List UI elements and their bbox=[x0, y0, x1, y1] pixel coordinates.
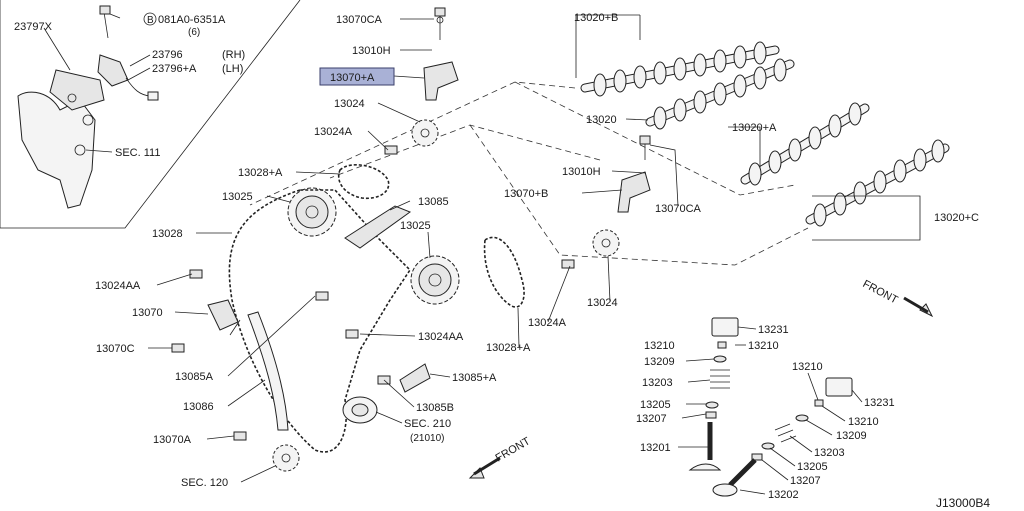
camshaft-13020c bbox=[805, 139, 950, 227]
label-13020a: 13020+A bbox=[732, 122, 777, 134]
label-23796: 23796 bbox=[152, 49, 183, 61]
label-13020c: 13020+C bbox=[934, 212, 979, 224]
label-13070ca-mid: 13070CA bbox=[655, 203, 702, 215]
label-13024: 13024 bbox=[334, 98, 365, 110]
label-sec210-sub: (21010) bbox=[410, 433, 444, 444]
label-13024aa-mid: 13024AA bbox=[418, 331, 464, 343]
sprocket-13025-mid bbox=[410, 255, 460, 305]
label-13070ca-top: 13070CA bbox=[336, 14, 383, 26]
label-13020b: 13020+B bbox=[574, 12, 618, 24]
label-13085a: 13085A bbox=[175, 371, 214, 383]
label-13207-b: 13207 bbox=[790, 475, 821, 487]
label-sec111: SEC. 111 bbox=[115, 147, 160, 159]
label-sec210: SEC. 210 bbox=[404, 418, 451, 430]
part-labels: 23797X 081A0-6351A (6) 23796 (RH) 23796+… bbox=[14, 12, 990, 510]
label-13205-a: 13205 bbox=[640, 399, 671, 411]
label-13010h-top: 13010H bbox=[352, 45, 391, 57]
label-13085: 13085 bbox=[418, 196, 449, 208]
label-13207-a: 13207 bbox=[636, 413, 667, 425]
label-23796a: 23796+A bbox=[152, 63, 197, 75]
label-13209-b: 13209 bbox=[836, 430, 867, 442]
label-13028a-bottom: 13028+A bbox=[486, 342, 531, 354]
label-23796a-lh: (LH) bbox=[222, 63, 243, 75]
label-13028: 13028 bbox=[152, 228, 183, 240]
highlight-box-13070a bbox=[319, 67, 395, 86]
camshaft-13020 bbox=[645, 58, 795, 130]
label-13070b: 13070+B bbox=[504, 188, 548, 200]
label-13210-a2: 13210 bbox=[748, 340, 779, 352]
label-13070a-highlight: 13070+A bbox=[330, 72, 375, 84]
camshaft-13020a bbox=[740, 102, 870, 186]
label-13024-bottom: 13024 bbox=[587, 297, 618, 309]
pulley-sec210 bbox=[342, 396, 378, 424]
tensioner-13070 bbox=[207, 299, 239, 331]
circled-b-icon bbox=[143, 12, 157, 26]
camshaft-dashed-guide bbox=[249, 81, 576, 206]
label-13085a-plus: 13085+A bbox=[452, 372, 497, 384]
label-23796-rh: (RH) bbox=[222, 49, 245, 61]
label-13070a-bottom: 13070A bbox=[153, 434, 192, 446]
guide-13085a bbox=[399, 363, 431, 393]
guide-13085 bbox=[344, 205, 412, 249]
label-13210-b1: 13210 bbox=[792, 361, 823, 373]
front-arrow-left bbox=[468, 456, 501, 479]
label-13210-a1: 13210 bbox=[644, 340, 675, 352]
label-front-left: FRONT bbox=[494, 435, 533, 464]
label-13024a-bottom: 13024A bbox=[528, 317, 567, 329]
label-front-right: FRONT bbox=[861, 278, 900, 307]
label-13085b: 13085B bbox=[416, 402, 454, 414]
chain-13028a-top bbox=[338, 164, 390, 200]
leader-lines bbox=[148, 14, 921, 495]
camshaft-13020b bbox=[580, 41, 780, 97]
label-13010h-mid: 13010H bbox=[562, 166, 601, 178]
label-sec120: SEC. 120 bbox=[181, 477, 228, 489]
front-arrow-right bbox=[903, 296, 934, 318]
guide-13086 bbox=[247, 311, 289, 431]
label-13086: 13086 bbox=[183, 401, 214, 413]
vtc-solenoid-13070a bbox=[423, 7, 459, 101]
diagram-code: J13000B4 bbox=[936, 496, 990, 510]
label-13202: 13202 bbox=[768, 489, 799, 501]
sprocket-13025-left bbox=[287, 187, 337, 237]
label-13025-mid: 13025 bbox=[400, 220, 431, 232]
label-13024aa-left: 13024AA bbox=[95, 280, 141, 292]
label-13070: 13070 bbox=[132, 307, 163, 319]
sprocket-sec120 bbox=[272, 444, 300, 472]
label-13028a-top: 13028+A bbox=[238, 167, 283, 179]
label-13203-b: 13203 bbox=[814, 447, 845, 459]
svg-text:B: B bbox=[147, 15, 154, 26]
label-13231-a: 13231 bbox=[758, 324, 789, 336]
label-13025-left: 13025 bbox=[222, 191, 253, 203]
cam-sensor-bracket bbox=[17, 5, 159, 209]
inset-border bbox=[0, 0, 301, 229]
sprocket-13024-top bbox=[411, 119, 439, 147]
chain-13028a-bottom bbox=[483, 236, 525, 308]
label-13210-b2: 13210 bbox=[848, 416, 879, 428]
label-23797x: 23797X bbox=[14, 21, 53, 33]
label-bolt-qty: (6) bbox=[188, 27, 200, 38]
sprocket-13024-bottom bbox=[592, 229, 620, 257]
label-13070c: 13070C bbox=[96, 343, 135, 355]
label-13205-b: 13205 bbox=[797, 461, 828, 473]
label-13203-a: 13203 bbox=[642, 377, 673, 389]
valve-assembly-b bbox=[712, 377, 853, 497]
label-13020: 13020 bbox=[586, 114, 617, 126]
label-13231-b: 13231 bbox=[864, 397, 895, 409]
vtc-solenoid-13070b bbox=[617, 135, 651, 213]
label-bolt-callout: 081A0-6351A bbox=[158, 14, 226, 26]
label-13201: 13201 bbox=[640, 442, 671, 454]
label-13209-a: 13209 bbox=[644, 356, 675, 368]
label-13024a-top: 13024A bbox=[314, 126, 353, 138]
